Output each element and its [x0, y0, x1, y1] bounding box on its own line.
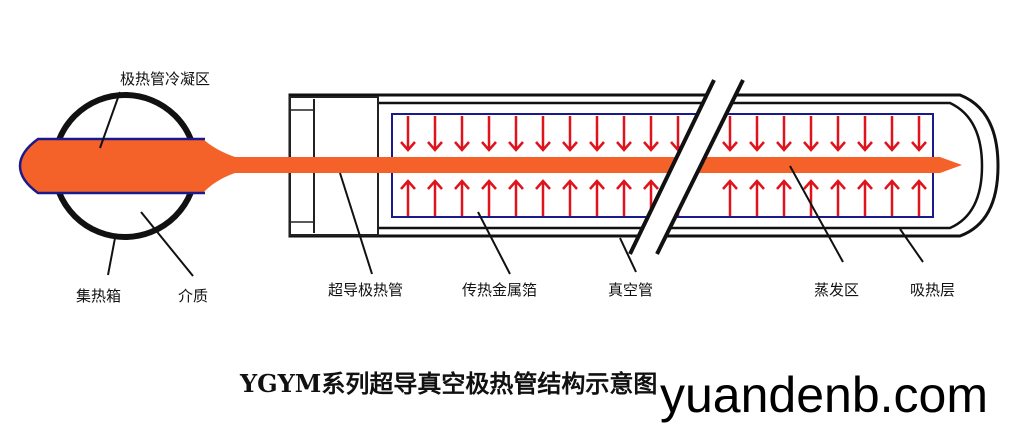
- arrow-down-icon: [562, 116, 578, 152]
- label-heat-pipe: 超导极热管: [328, 281, 403, 299]
- arrow-down-icon: [643, 116, 659, 152]
- arrow-up-icon: [722, 179, 738, 216]
- arrow-up-icon: [884, 179, 900, 216]
- arrow-down-icon: [481, 116, 497, 152]
- arrow-down-icon: [803, 116, 819, 152]
- condenser-outline: [18, 137, 205, 195]
- arrow-up-icon: [427, 179, 443, 216]
- arrow-up-icon: [535, 179, 551, 216]
- arrow-up-icon: [749, 179, 765, 216]
- arrow-down-icon: [400, 116, 416, 152]
- leader-lines: [99, 91, 924, 277]
- arrow-down-icon: [884, 116, 900, 152]
- arrow-down-icon: [911, 116, 927, 152]
- arrow-down-icon: [776, 116, 792, 152]
- arrow-up-icon: [776, 179, 792, 216]
- arrow-up-icon: [616, 179, 632, 216]
- label-header-box: 集热箱: [76, 287, 121, 305]
- arrow-down-icon: [589, 116, 605, 152]
- break-line: [628, 79, 716, 255]
- label-absorber: 吸热层: [910, 281, 955, 299]
- arrow-up-icon: [857, 179, 873, 216]
- arrow-down-icon: [749, 116, 765, 152]
- arrow-down-icon: [508, 116, 524, 152]
- arrow-down-icon: [722, 116, 738, 152]
- watermark: yuandenb.com: [660, 367, 988, 423]
- arrow-up-icon: [508, 179, 524, 216]
- vacuum-tube-outer: [288, 93, 1000, 238]
- arrow-up-icon: [562, 179, 578, 216]
- break-gap: [628, 80, 743, 254]
- arrow-down-icon: [616, 116, 632, 152]
- arrow-up-icon: [589, 179, 605, 216]
- vacuum-tube-inner: [300, 101, 984, 230]
- arrow-up-icon: [400, 179, 416, 216]
- arrow-down-icon: [454, 116, 470, 152]
- arrow-up-icon: [481, 179, 497, 216]
- label-evaporator: 蒸发区: [814, 281, 859, 299]
- arrow-down-icon: [535, 116, 551, 152]
- heat-flow-arrows: [400, 116, 927, 216]
- arrow-down-icon: [857, 116, 873, 152]
- heat-pipe: [20, 139, 962, 193]
- arrow-up-icon: [911, 179, 927, 216]
- arrow-up-icon: [830, 179, 846, 216]
- diagram-title: YGYM系列超导真空极热管结构示意图: [239, 369, 657, 398]
- label-medium: 介质: [178, 287, 208, 305]
- label-vacuum-tube: 真空管: [608, 281, 653, 299]
- break-line: [655, 79, 745, 255]
- label-fin: 传热金属箔: [462, 281, 537, 299]
- arrow-up-icon: [454, 179, 470, 216]
- label-condenser: 极热管冷凝区: [120, 70, 210, 88]
- arrow-up-icon: [803, 179, 819, 216]
- arrow-down-icon: [830, 116, 846, 152]
- arrow-down-icon: [427, 116, 443, 152]
